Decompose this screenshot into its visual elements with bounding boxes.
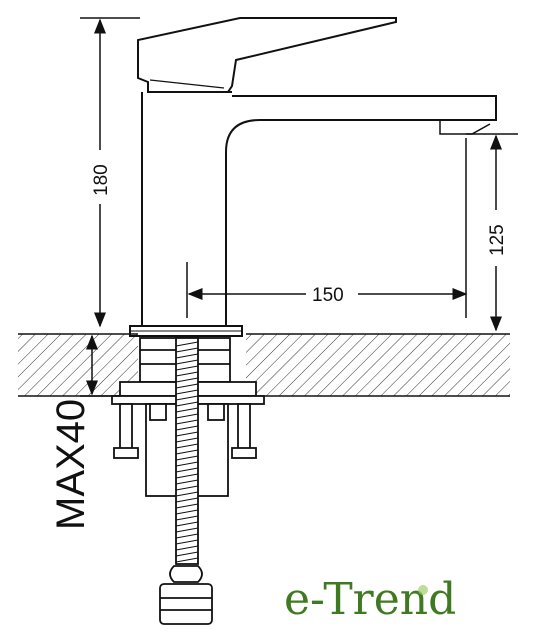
dim-spout-reach: 150 (312, 285, 344, 306)
dim-spout-height: 125 (487, 224, 508, 256)
dim-height-total: 180 (91, 164, 112, 196)
dim-max-thickness: MAX40 (49, 399, 93, 530)
brand-logo-text: e-Trend (284, 574, 457, 625)
mounting-assembly (111, 337, 265, 625)
faucet-body (129, 17, 497, 337)
countertop-section (18, 333, 510, 397)
brand-logo-mark (418, 585, 428, 595)
